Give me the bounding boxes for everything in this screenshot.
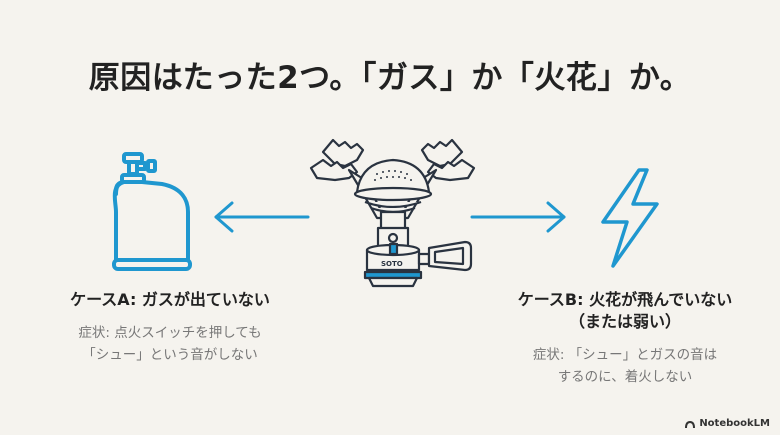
brand-label: NotebookLM [699,418,770,429]
arrow-right-icon [470,201,566,233]
lightning-bolt-icon [601,168,659,268]
case-a-symptom-line-2: 「シュー」という音がしない [82,347,258,363]
notebooklm-brand: NotebookLM [684,418,770,429]
case-b-heading-line-1: ケースB: 火花が飛んでいない [517,290,733,309]
notebooklm-logo-icon [685,420,696,428]
camping-stove-icon: SOTO [309,138,476,288]
case-b-symptom-line-1: 症状: 「シュー」とガスの音は [532,347,718,363]
case-b-symptom: 症状: 「シュー」とガスの音は するのに、着火しない [490,344,760,388]
case-b-heading: ケースB: 火花が飛んでいない （または弱い） [490,289,760,333]
case-a-symptom: 症状: 点火スイッチを押しても 「シュー」という音がしない [40,322,300,366]
case-b-heading-line-2: （または弱い） [568,312,681,331]
case-a-heading: ケースA: ガスが出ていない [70,290,270,309]
case-a-symptom-line-1: 症状: 点火スイッチを押しても [78,325,262,341]
page-title: 原因はたった2つ。「ガス」か「火花」か。 [88,60,692,96]
case-b-symptom-line-2: するのに、着火しない [557,369,693,385]
gas-canister-icon [112,152,192,271]
arrow-left-icon [214,201,310,233]
stove-brand-label: SOTO [381,260,403,268]
